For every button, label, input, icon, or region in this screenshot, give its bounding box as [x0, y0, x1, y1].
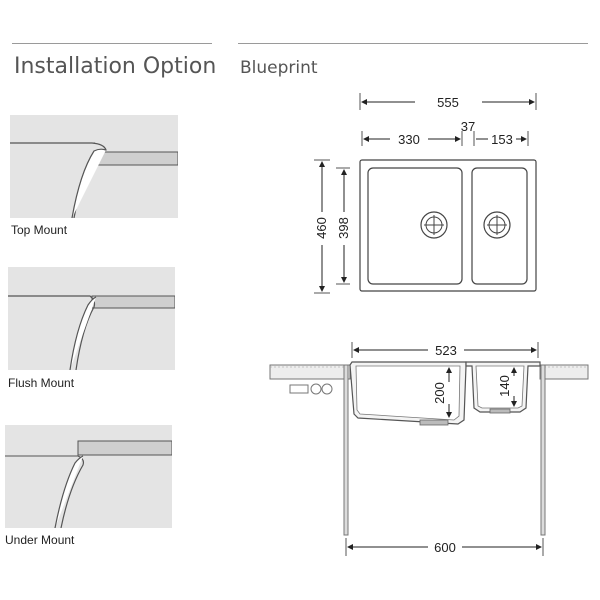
dim-bowl-depth: 398 — [336, 167, 351, 285]
under-mount-drawing — [5, 440, 172, 528]
cabinet-left-wall — [343, 364, 349, 536]
flush-mount-drawing — [8, 295, 175, 370]
under-mount-label: Under Mount — [5, 533, 75, 547]
large-bowl — [367, 167, 463, 285]
dim-label-140: 140 — [497, 375, 512, 397]
dim-label-600: 600 — [434, 540, 456, 555]
dim-label-398: 398 — [336, 217, 351, 239]
sink-section-view — [269, 361, 589, 536]
flush-mount-diagram — [8, 267, 175, 370]
dim-large-bowl-depth: 200 — [432, 367, 452, 418]
dim-label-330: 330 — [398, 132, 420, 147]
left-heading-rule — [12, 43, 212, 44]
dim-inner-width: 523 — [351, 342, 539, 358]
right-heading-rule — [238, 43, 588, 44]
small-bowl — [471, 167, 528, 285]
dim-overall-width: 555 — [359, 93, 537, 110]
dim-label-37: 37 — [461, 119, 475, 134]
large-bowl-drain — [419, 419, 449, 426]
flush-mount-label: Flush Mount — [8, 376, 75, 390]
under-mount-diagram — [5, 425, 172, 528]
cabinet-right-wall — [540, 364, 546, 536]
sink-outline — [359, 159, 537, 292]
dim-cabinet-width: 600 — [345, 538, 544, 556]
installation-title: Installation Option — [14, 54, 217, 79]
countertop-right — [539, 364, 589, 380]
top-mount-label: Top Mount — [11, 223, 68, 237]
top-mount-diagram — [10, 115, 178, 218]
large-bowl-drain-icon — [420, 211, 448, 239]
dim-label-153: 153 — [491, 132, 513, 147]
dim-bowl-widths: 330 37 153 — [361, 119, 529, 147]
sink-top-view — [359, 159, 537, 292]
blueprint-title: Blueprint — [240, 58, 318, 78]
dim-label-200: 200 — [432, 382, 447, 404]
dim-label-460: 460 — [314, 217, 329, 239]
faucet-hardware-icon — [289, 383, 333, 395]
small-bowl-drain-icon — [483, 211, 511, 239]
dim-label-555: 555 — [437, 95, 459, 110]
dim-overall-depth: 460 — [314, 159, 330, 294]
small-bowl-drain — [489, 408, 511, 414]
dim-label-523: 523 — [435, 343, 457, 358]
dim-small-bowl-depth: 140 — [497, 367, 517, 407]
top-mount-drawing — [10, 142, 178, 218]
